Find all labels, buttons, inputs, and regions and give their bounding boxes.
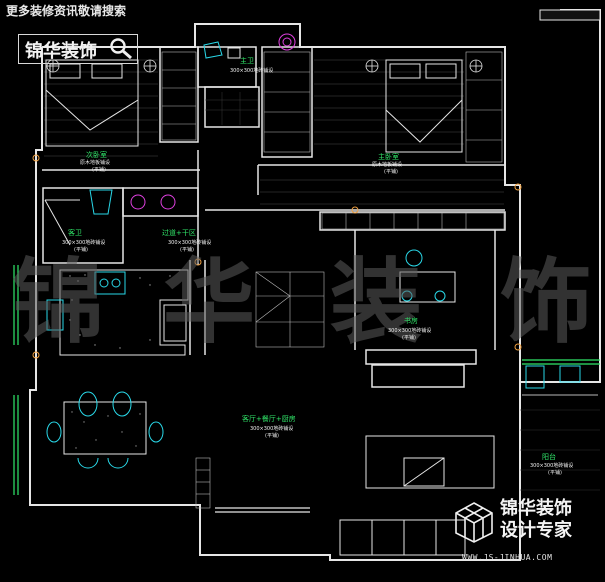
room-detail-corridor: (平铺)	[180, 247, 194, 253]
room-detail-guest-bath: (平铺)	[74, 247, 88, 253]
room-label-study: 书房	[404, 317, 418, 325]
room-detail-balcony: (平铺)	[548, 470, 562, 476]
bed-master-bedroom	[385, 59, 463, 153]
brand-name: 锦华装饰 设计专家	[500, 498, 572, 542]
brand-url: WWW.JS-JINHUA.COM	[462, 553, 553, 562]
logo-text: 锦华装饰	[25, 41, 97, 62]
balcony-fixtures	[522, 365, 598, 396]
study-desk	[399, 249, 456, 303]
master-bath-fixtures	[203, 33, 296, 59]
brand-cube-logo	[455, 502, 493, 543]
cabinet-hatching	[161, 51, 505, 509]
room-label-balcony: 阳台	[542, 453, 556, 461]
balcony-tiles	[520, 409, 600, 491]
lamps	[46, 59, 483, 73]
room-note-corridor: 300×300地砖铺设	[168, 240, 212, 246]
watermark-char: 华	[163, 248, 264, 356]
interior-walls	[42, 46, 506, 388]
room-label-living: 客厅+餐厅+厨房	[242, 415, 296, 423]
room-label-master-bedroom: 主卧室	[378, 153, 399, 161]
room-note-master-bedroom: 原木地板铺设	[372, 162, 403, 168]
guest-bath-fixtures	[44, 189, 176, 246]
room-label-guest-bath: 客卫	[68, 229, 82, 237]
brand-line-2: 设计专家	[500, 520, 572, 541]
room-detail-second-bedroom: (平铺)	[92, 167, 106, 173]
table-speckle	[71, 411, 141, 449]
tv-cabinet	[365, 435, 495, 489]
room-label-corridor: 过道+干区	[162, 229, 196, 237]
windows	[13, 265, 600, 513]
watermark-char: 锦	[12, 248, 113, 356]
room-note-master-bath: 300×300地砖铺设	[230, 68, 274, 74]
banner-text: 更多装修资讯敬请搜索	[6, 4, 127, 18]
search-icon[interactable]	[108, 36, 134, 60]
room-label-master-bath: 主卫	[240, 57, 254, 65]
kitchen-speckle	[69, 274, 171, 349]
dining-table	[46, 391, 164, 469]
room-detail-living: (平铺)	[265, 433, 279, 439]
watermark-char: 装	[330, 248, 431, 356]
watermark-char: 饰	[500, 248, 601, 356]
room-detail-master-bedroom: (平铺)	[384, 169, 398, 175]
bed-second-bedroom	[45, 59, 139, 147]
room-note-second-bedroom: 原木地板铺设	[80, 160, 111, 166]
room-detail-study: (平铺)	[402, 335, 416, 341]
logo-search-box[interactable]: 锦华装饰	[18, 34, 138, 64]
brand-line-1: 锦华装饰	[500, 498, 572, 519]
room-label-second-bedroom: 次卧室	[86, 151, 107, 159]
room-note-study: 300×300地砖铺设	[388, 328, 432, 334]
master-bath-tiles	[205, 92, 259, 125]
room-note-guest-bath: 300×300地砖铺设	[62, 240, 106, 246]
room-note-balcony: 300×300地砖铺设	[530, 463, 574, 469]
kitchen-counter	[46, 269, 189, 356]
column-markers	[32, 154, 522, 359]
room-note-living: 300×300地砖铺设	[250, 426, 294, 432]
